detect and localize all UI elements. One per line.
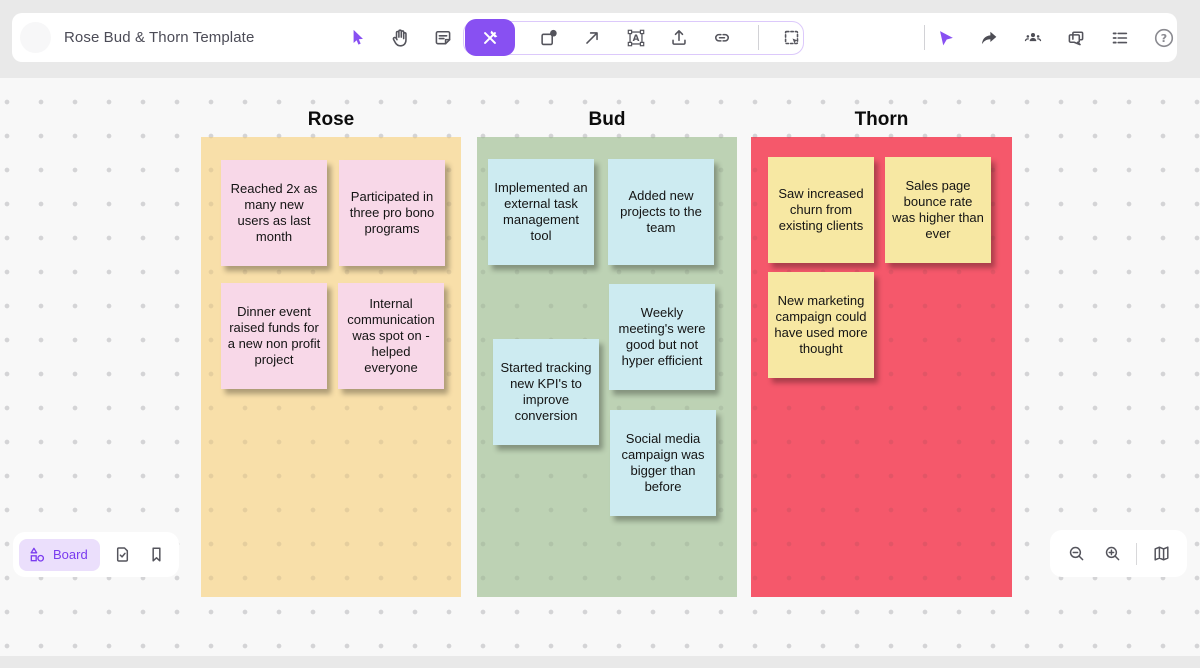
bottom-right-dock: [1050, 530, 1187, 577]
list-menu-icon: [1112, 32, 1128, 44]
sticky-note[interactable]: Added new projects to the team: [608, 159, 714, 265]
toolbar-divider: [758, 25, 759, 50]
bookmark-icon: [152, 547, 161, 562]
board-view-button[interactable]: Board: [19, 538, 100, 571]
shapes-frame-tool[interactable]: [531, 20, 567, 56]
sticky-note[interactable]: Social media campaign was bigger than be…: [610, 410, 716, 516]
checklist-doc-icon: [117, 547, 129, 562]
minimap-button[interactable]: [1144, 537, 1178, 571]
text-frame-tool[interactable]: A: [618, 20, 654, 56]
present-cursor-icon: [940, 31, 953, 46]
diagonal-arrow-icon: [586, 32, 598, 44]
zoom-out-icon: [1069, 546, 1083, 561]
help-icon: ?: [1154, 28, 1174, 48]
sticky-note[interactable]: Saw increased churn from existing client…: [768, 157, 874, 263]
sticky-note[interactable]: Started tracking new KPI's to improve co…: [493, 339, 599, 445]
checklist-doc-button[interactable]: [106, 538, 140, 572]
select-cursor-icon: [353, 29, 363, 45]
sticky-note[interactable]: Weekly meeting's were good but not hyper…: [609, 284, 715, 390]
bottom-left-dock: Board: [13, 532, 179, 577]
comments-icon: [1068, 31, 1084, 46]
upload-icon: [672, 30, 686, 45]
sticky-note[interactable]: Dinner event raised funds for a new non …: [221, 283, 327, 389]
hand-tool[interactable]: [382, 20, 418, 56]
comments-button[interactable]: [1058, 20, 1094, 56]
tools-icon: [484, 30, 498, 44]
zoom-in-icon: [1105, 546, 1119, 561]
svg-text:?: ?: [1161, 32, 1167, 45]
sticky-note[interactable]: Sales page bounce rate was higher than e…: [885, 157, 991, 263]
board-view-label: Board: [53, 547, 88, 562]
help-button[interactable]: ?: [1146, 20, 1182, 56]
sticky-note[interactable]: Participated in three pro bono programs: [339, 160, 445, 266]
sticky-note[interactable]: Implemented an external task management …: [488, 159, 594, 265]
column-title-thorn[interactable]: Thorn: [854, 109, 909, 130]
board-canvas[interactable]: Rose Bud Thorn Reached 2x as many new us…: [0, 78, 1200, 656]
hand-icon: [392, 29, 407, 47]
share-arrow-icon: [981, 31, 997, 45]
toolbar-divider-right: [924, 25, 925, 50]
arrow-tool[interactable]: [574, 20, 610, 56]
upload-tool[interactable]: [661, 20, 697, 56]
sticky-note-tool[interactable]: [425, 20, 461, 56]
list-menu-button[interactable]: [1102, 20, 1138, 56]
zoom-out-button[interactable]: [1059, 537, 1093, 571]
marquee-select-tool[interactable]: [774, 20, 810, 56]
link-icon: [715, 33, 729, 42]
present-cursor-button[interactable]: [928, 20, 964, 56]
share-button[interactable]: [971, 20, 1007, 56]
sticky-note-icon: [435, 30, 451, 45]
logo-placeholder: [20, 22, 51, 53]
sticky-note[interactable]: Reached 2x as many new users as last mon…: [221, 160, 327, 266]
creation-tool-group: [463, 21, 804, 55]
column-title-bud[interactable]: Bud: [588, 109, 626, 130]
zoom-in-button[interactable]: [1095, 537, 1129, 571]
dock-divider: [1136, 542, 1137, 565]
column-title-rose[interactable]: Rose: [307, 109, 355, 130]
minimap-icon: [1153, 546, 1169, 561]
text-frame-icon: A: [627, 29, 645, 47]
top-toolbar: Rose Bud & Thorn Template: [12, 13, 1177, 62]
collaborators-button[interactable]: [1015, 20, 1051, 56]
marquee-select-icon: [784, 30, 799, 45]
link-tool[interactable]: [704, 20, 740, 56]
sticky-note[interactable]: Internal communication was spot on - hel…: [338, 283, 444, 389]
board-shapes-icon: [30, 547, 45, 562]
svg-text:A: A: [633, 34, 640, 44]
sticky-note[interactable]: New marketing campaign could have used m…: [768, 272, 874, 378]
collaborators-icon: [1024, 33, 1042, 42]
tools-button-active[interactable]: [465, 19, 515, 56]
bookmark-button[interactable]: [140, 538, 174, 572]
document-title[interactable]: Rose Bud & Thorn Template: [64, 29, 255, 46]
shapes-frame-icon: [541, 29, 557, 46]
select-cursor-tool[interactable]: [340, 20, 376, 56]
